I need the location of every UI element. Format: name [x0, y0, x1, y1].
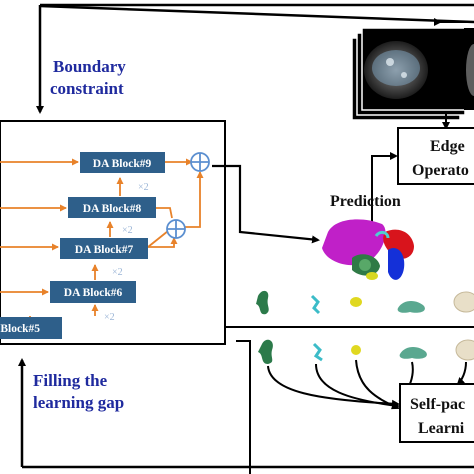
prediction-label: Prediction: [330, 193, 401, 210]
edge-operator-label: Operato: [412, 162, 469, 179]
self-paced-label: Learni: [418, 420, 465, 437]
upsample-label: ×2: [138, 182, 149, 193]
sum-node-mid: [166, 219, 186, 239]
da-block-7-label: DA Block#7: [75, 244, 134, 256]
da-block-6: DA Block#6: [50, 281, 136, 303]
prediction-organs: [322, 219, 414, 280]
organ-row-2: [258, 339, 474, 364]
da-block-8-label: DA Block#8: [83, 203, 142, 215]
da-block-9: DA Block#9: [80, 152, 165, 173]
da-block-6-label: DA Block#6: [64, 287, 123, 299]
boundary-label: constraint: [50, 79, 124, 98]
filling-gap-label: Filling the: [33, 371, 108, 390]
da-block-7: DA Block#7: [60, 238, 148, 259]
upsample-label: ×2: [104, 312, 115, 323]
feedback-loop-lines: [18, 3, 474, 469]
self-paced-learning-box: Self-pac Learni: [399, 383, 474, 443]
boundary-label: Boundary: [53, 57, 126, 76]
input-arrows: [0, 158, 204, 318]
sum-node-top: [190, 152, 210, 172]
ct-image-stack: [351, 27, 474, 121]
output-arrow: [212, 164, 320, 244]
organ-row-1: [256, 290, 474, 315]
self-paced-label: Self-pac: [410, 396, 465, 413]
da-block-8: DA Block#8: [68, 197, 156, 218]
prediction-to-edge-arrow: [371, 152, 398, 228]
edge-operator-label: Edge: [430, 138, 465, 155]
upsample-label: ×2: [122, 225, 133, 236]
bracket-line: [236, 340, 251, 474]
da-block-9-label: DA Block#9: [93, 158, 152, 170]
edge-operator-box: Edge Operato: [397, 127, 474, 185]
da-block-5: DA Block#5: [0, 317, 62, 339]
filling-gap-label: learning gap: [33, 393, 124, 412]
upsample-label: ×2: [112, 267, 123, 278]
da-block-5-label: DA Block#5: [0, 323, 40, 335]
